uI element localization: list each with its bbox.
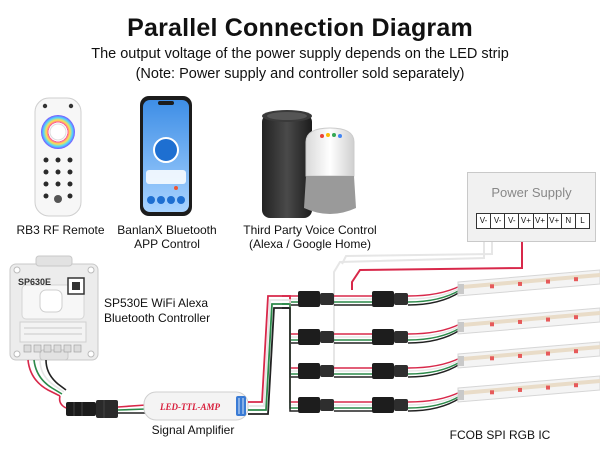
phone-icon — [140, 96, 192, 216]
terminal-v-plus: V+ — [548, 214, 562, 228]
amplifier-icon — [143, 391, 249, 421]
led-chip — [518, 319, 522, 324]
branch-wire — [407, 291, 461, 306]
branch-wire — [407, 395, 461, 409]
terminal-v-minus: V- — [491, 214, 506, 228]
controller-icon — [9, 255, 99, 361]
led-chip — [518, 353, 522, 358]
branch-wire — [282, 307, 298, 412]
connector-icon — [372, 329, 394, 345]
strip-solder-pad — [458, 390, 464, 400]
connector-icon — [372, 397, 394, 413]
connector-icon — [394, 331, 408, 343]
strip-solder-pad — [458, 284, 464, 294]
terminal-v-minus: V- — [477, 214, 492, 228]
terminal-block: V- V- V- V+ V+ V+ N L — [476, 213, 590, 229]
connector-icon — [394, 399, 408, 411]
led-chip — [546, 351, 550, 356]
strip-solder-pad — [458, 356, 464, 366]
power-supply-title: Power Supply — [491, 185, 572, 200]
led-strip-icon — [462, 311, 600, 327]
terminal-n: N — [562, 214, 576, 228]
connector-icon — [320, 365, 334, 377]
branch-wire — [407, 329, 461, 344]
terminal-v-plus: V+ — [534, 214, 548, 228]
connector-icon — [298, 363, 320, 379]
branch-wire — [407, 391, 461, 403]
branch-wire — [407, 357, 461, 369]
led-chip — [574, 383, 578, 388]
led-chip — [546, 279, 550, 284]
led-chip — [490, 284, 494, 289]
connector-icon — [372, 291, 394, 307]
branch-wire — [407, 323, 461, 335]
branch-wire — [407, 285, 461, 297]
connector-icon — [394, 293, 408, 305]
connector-icon — [298, 329, 320, 345]
app-label-line1: BanlanX Bluetooth — [117, 223, 217, 237]
speaker-icon — [262, 110, 312, 218]
amplifier-label: Signal Amplifier — [151, 423, 235, 437]
controller-label-line1: SP530E WiFi Alexa — [104, 296, 209, 310]
connector-icon — [372, 363, 394, 379]
remote-icon — [34, 97, 82, 217]
strip-label: FCOB SPI RGB IC — [449, 428, 551, 442]
led-chip — [546, 385, 550, 390]
led-strip-icon — [462, 379, 600, 395]
led-chip — [518, 387, 522, 392]
page-note: (Note: Power supply and controller sold … — [135, 66, 465, 82]
led-chip — [574, 315, 578, 320]
branch-wire — [407, 397, 461, 412]
connector-icon — [320, 399, 334, 411]
led-strip-icon — [462, 273, 600, 289]
controller-brand: SP630E — [18, 277, 51, 287]
amp-input-wires — [58, 395, 147, 414]
speaker-icon — [304, 127, 356, 214]
branch-wire — [407, 289, 461, 303]
branch-wire — [407, 287, 461, 300]
page-subtitle: The output voltage of the power supply d… — [91, 46, 509, 62]
branch-group — [282, 269, 600, 413]
app-label-line2: APP Control — [134, 237, 200, 251]
branch-wire — [407, 361, 461, 375]
led-chip — [490, 322, 494, 327]
branch-wire — [407, 393, 461, 406]
connector-icon — [298, 291, 320, 307]
branch-wire — [407, 327, 461, 341]
branch-wire — [407, 359, 461, 372]
amplifier-text: LED-TTL-AMP — [159, 402, 220, 412]
connector-icon — [320, 293, 334, 305]
connector-icon — [394, 365, 408, 377]
led-chip — [574, 349, 578, 354]
terminal-v-plus: V+ — [519, 214, 534, 228]
terminal-l: L — [580, 216, 585, 225]
voice-label-line1: Third Party Voice Control — [243, 223, 377, 237]
led-strip-icon — [462, 345, 600, 361]
controller-label-line2: Bluetooth Controller — [104, 311, 211, 325]
connector-icon — [298, 397, 320, 413]
led-chip — [490, 390, 494, 395]
led-chip — [518, 281, 522, 286]
output-bus-wires — [248, 295, 282, 415]
connector-icon — [66, 400, 118, 418]
terminal-v-minus: V- — [505, 214, 520, 228]
controller-wires — [27, 359, 67, 397]
led-chip — [490, 356, 494, 361]
branch-wire — [407, 363, 461, 378]
power-supply-box: Power Supply V- V- V- V+ V+ V+ N L — [467, 172, 596, 242]
voice-label-line2: (Alexa / Google Home) — [248, 237, 372, 251]
remote-label: RB3 RF Remote — [16, 223, 105, 237]
led-chip — [546, 317, 550, 322]
branch-wire — [407, 325, 461, 338]
strip-solder-pad — [458, 322, 464, 332]
led-chip — [574, 277, 578, 282]
page-title: Parallel Connection Diagram — [127, 14, 473, 42]
connector-icon — [320, 331, 334, 343]
